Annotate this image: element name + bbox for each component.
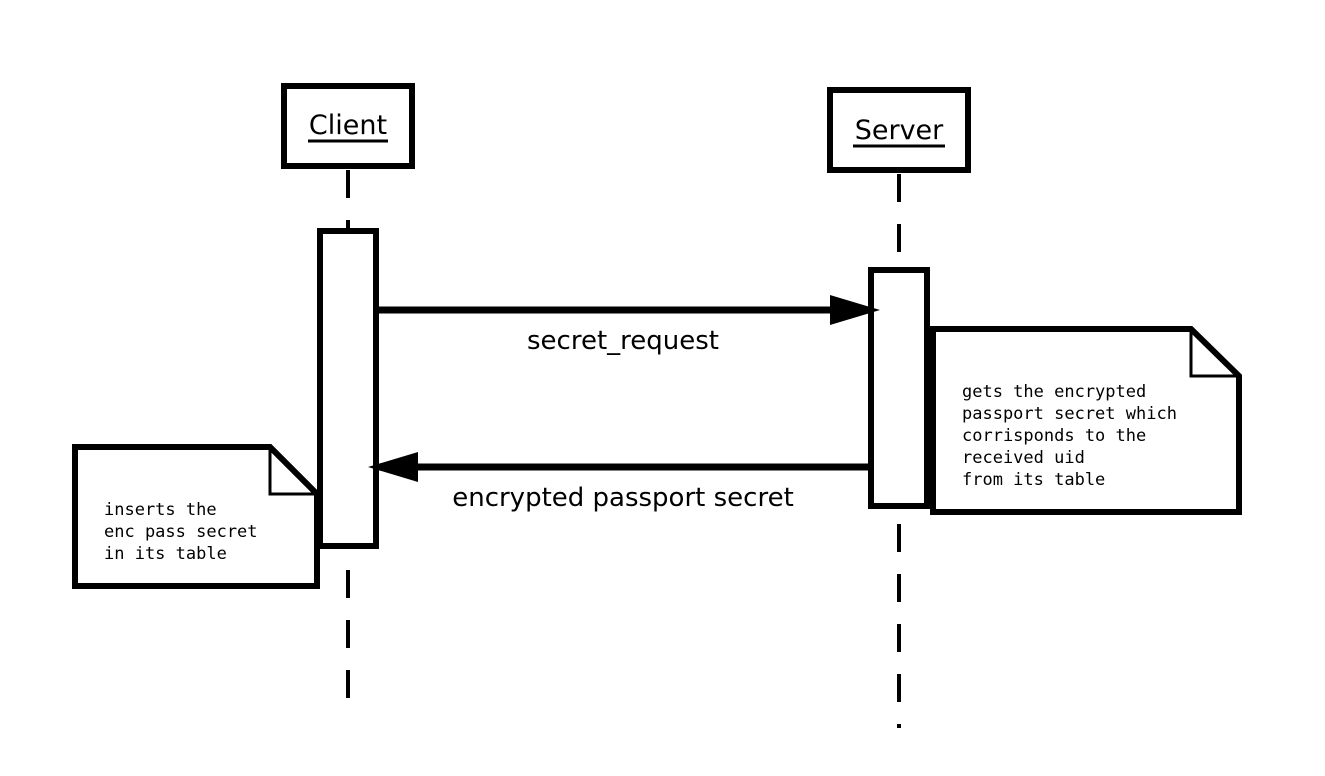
participant-server: Server — [827, 87, 971, 173]
participant-client: Client — [281, 83, 415, 169]
note-text: inserts the enc pass secret in its table — [104, 500, 268, 564]
message-encrypted-passport-secret: encrypted passport secret — [368, 452, 868, 513]
server-activation-bar — [868, 267, 930, 509]
note-fold-corner — [268, 447, 317, 496]
note-shape — [930, 326, 1242, 515]
server-box — [827, 87, 971, 173]
note-text: gets the encrypted passport secret which… — [962, 382, 1187, 490]
note-fold-corner — [1189, 329, 1239, 378]
message-label: secret_request — [527, 326, 719, 356]
message-label: encrypted passport secret — [452, 483, 794, 513]
server-label: Server — [855, 115, 944, 146]
note-shape — [72, 444, 320, 589]
client-note: inserts the enc pass secret in its table — [72, 444, 320, 589]
arrowhead-right-icon — [830, 295, 880, 325]
server-note: gets the encrypted passport secret which… — [930, 326, 1242, 515]
client-label: Client — [309, 110, 387, 141]
arrowhead-left-icon — [368, 452, 418, 482]
message-secret-request: secret_request — [379, 295, 880, 356]
client-activation-bar — [317, 228, 379, 549]
client-box — [281, 83, 415, 169]
